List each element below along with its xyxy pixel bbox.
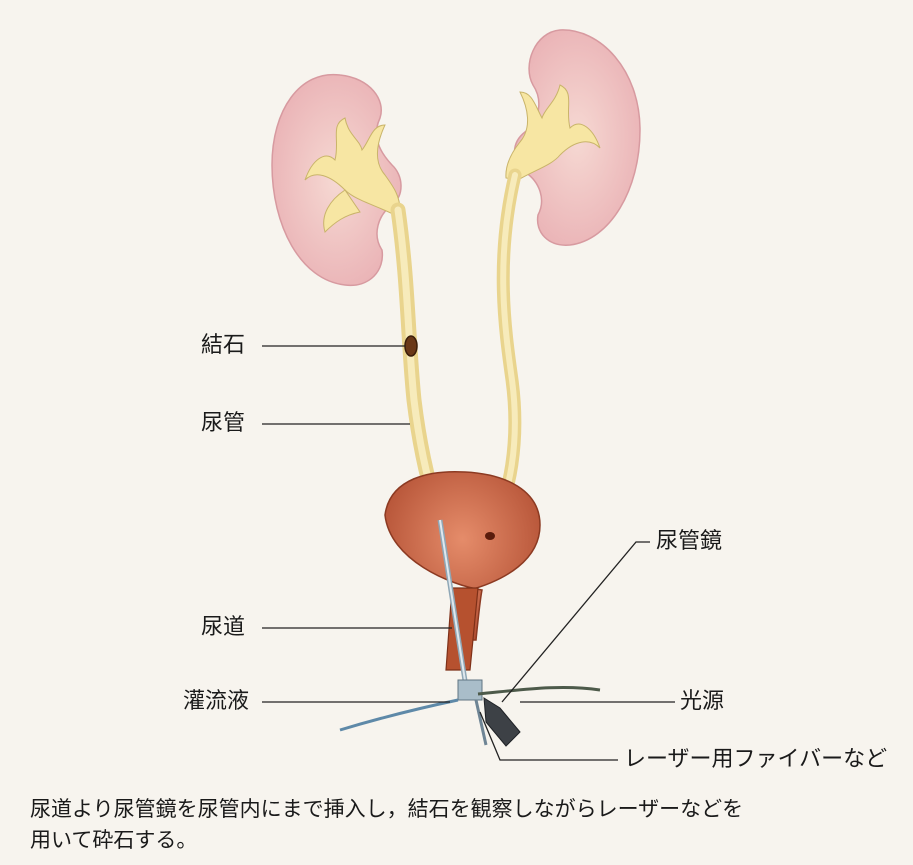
right-kidney xyxy=(506,30,640,245)
caption: 尿道より尿管鏡を尿管内にまで挿入し，結石を観察しながらレーザーなどを 用いて砕石… xyxy=(30,794,890,856)
caption-line-1: 尿道より尿管鏡を尿管内にまで挿入し，結石を観察しながらレーザーなどを xyxy=(30,794,890,825)
stone xyxy=(405,336,417,356)
label-urethra: 尿道 xyxy=(201,617,245,639)
label-stone: 結石 xyxy=(201,335,245,357)
label-irrigation: 灌流液 xyxy=(183,691,249,713)
left-kidney xyxy=(272,75,401,286)
label-ureteroscope: 尿管鏡 xyxy=(656,531,722,553)
label-ureter: 尿管 xyxy=(201,413,245,435)
label-light-source: 光源 xyxy=(680,691,724,713)
caption-line-2: 用いて砕石する。 xyxy=(30,825,890,856)
label-laser-fiber: レーザー用ファイバーなど xyxy=(624,749,887,771)
